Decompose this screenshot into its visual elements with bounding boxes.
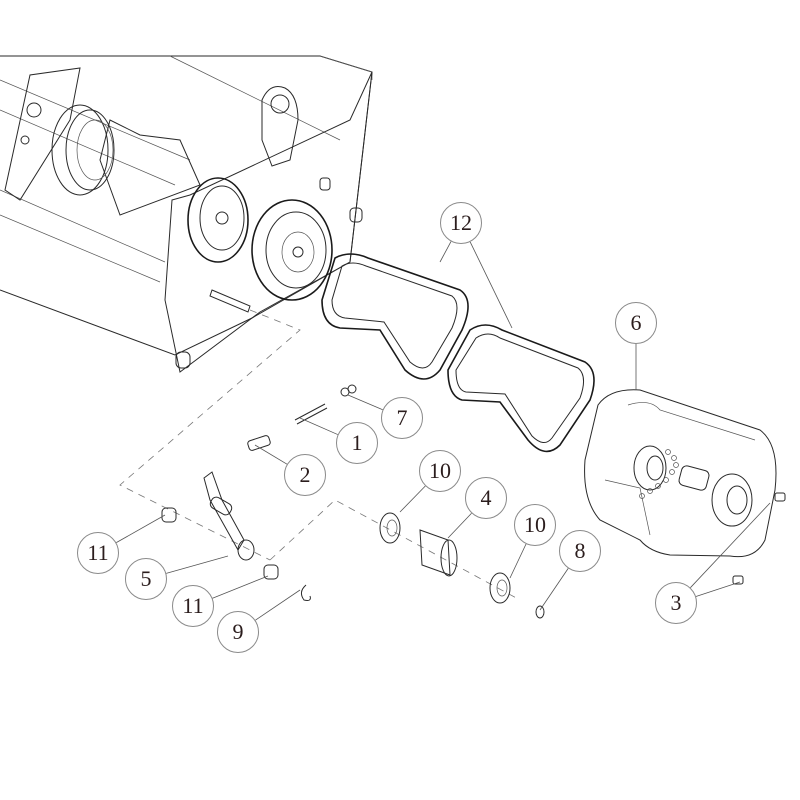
leader-line-12 (469, 241, 513, 329)
drive-housing-frame (0, 55, 373, 373)
callout-9: 9 (217, 611, 259, 653)
small-parts (161, 384, 786, 619)
callout-8: 8 (559, 530, 601, 572)
leader-line-10 (399, 485, 426, 513)
leader-line-5 (166, 555, 229, 574)
callout-5: 5 (125, 558, 167, 600)
callout-11: 11 (172, 585, 214, 627)
callout-1: 1 (336, 422, 378, 464)
v-belts (321, 253, 595, 453)
callout-4: 4 (465, 477, 507, 519)
leader-line-2 (254, 444, 288, 465)
callout-3: 3 (655, 582, 697, 624)
leader-line-11 (116, 514, 166, 543)
callout-10: 10 (514, 504, 556, 546)
callout-11: 11 (77, 532, 119, 574)
leader-line-12 (439, 241, 452, 263)
leader-line-9 (255, 589, 301, 621)
callout-6: 6 (615, 302, 657, 344)
belt-guard-cover (584, 389, 777, 558)
leader-line-4 (447, 512, 472, 539)
leader-line-11 (212, 575, 269, 599)
leader-line-3 (690, 502, 771, 588)
leader-line-7 (347, 394, 383, 411)
assembly-dashed-lines (119, 309, 521, 601)
callout-12: 12 (440, 202, 482, 244)
callout-10: 10 (419, 450, 461, 492)
callout-7: 7 (381, 397, 423, 439)
leader-line-3 (695, 581, 741, 597)
leader-line-1 (299, 417, 338, 435)
leader-line-10 (509, 543, 527, 579)
leader-lines (116, 241, 771, 621)
callout-2: 2 (284, 454, 326, 496)
leader-line-8 (539, 568, 569, 611)
